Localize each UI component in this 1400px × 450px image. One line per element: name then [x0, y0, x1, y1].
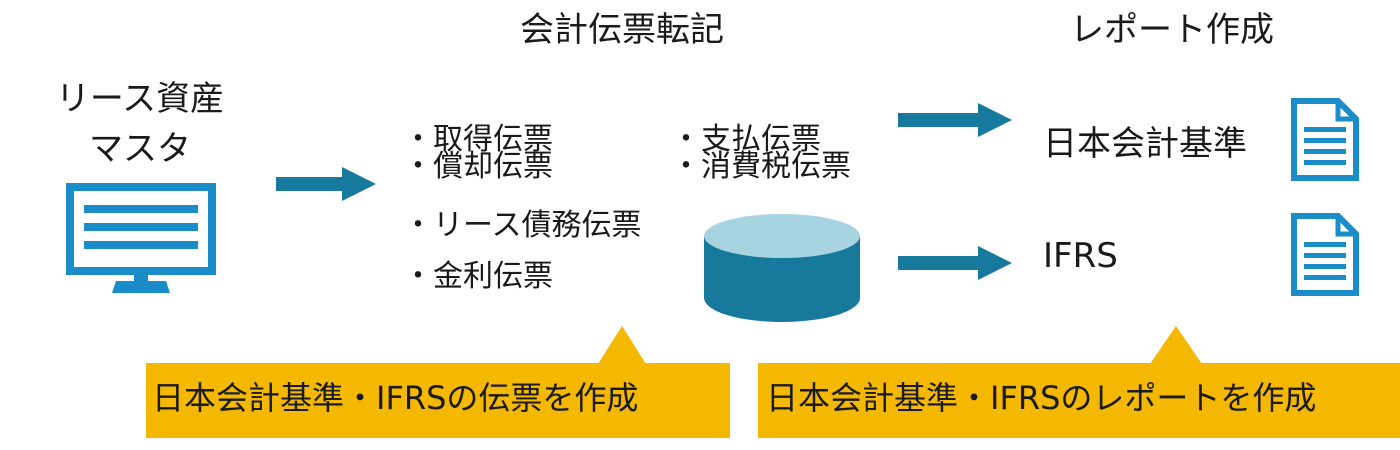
voucher-item: ・消費税伝票	[671, 149, 851, 184]
voucher-item: ・取得伝票	[403, 122, 553, 157]
voucher-item: ・リース債務伝票	[403, 208, 642, 243]
voucher-item: ・金利伝票	[403, 259, 553, 294]
callout-reports-text: 日本会計基準・IFRSのレポートを作成	[766, 379, 1317, 417]
voucher-item: ・償却伝票	[403, 149, 553, 184]
heading-report-creation: レポート作成	[1070, 10, 1274, 50]
callout-reports-box	[758, 326, 1400, 438]
document-icon	[1291, 98, 1359, 181]
lease-master-label: リース資産 マスタ	[20, 74, 260, 174]
arrow-master-to-vouchers	[276, 167, 376, 201]
heading-journal-posting: 会計伝票転記	[520, 10, 724, 50]
arrow-to-ifrs-report	[898, 246, 1012, 280]
callout-vouchers-box	[146, 326, 730, 438]
monitor-icon	[66, 183, 216, 293]
database-icon	[704, 214, 860, 322]
arrow-to-jgaap-report	[898, 103, 1012, 137]
report-label-ifrs: IFRS	[1043, 236, 1118, 276]
lease-master-line2: マスタ	[89, 129, 191, 169]
voucher-item: ・支払伝票	[671, 122, 821, 157]
document-icon	[1291, 213, 1359, 296]
callout-vouchers-text: 日本会計基準・IFRSの伝票を作成	[152, 379, 639, 417]
lease-master-line1: リース資産	[55, 79, 225, 119]
report-label-jgaap: 日本会計基準	[1043, 124, 1247, 164]
